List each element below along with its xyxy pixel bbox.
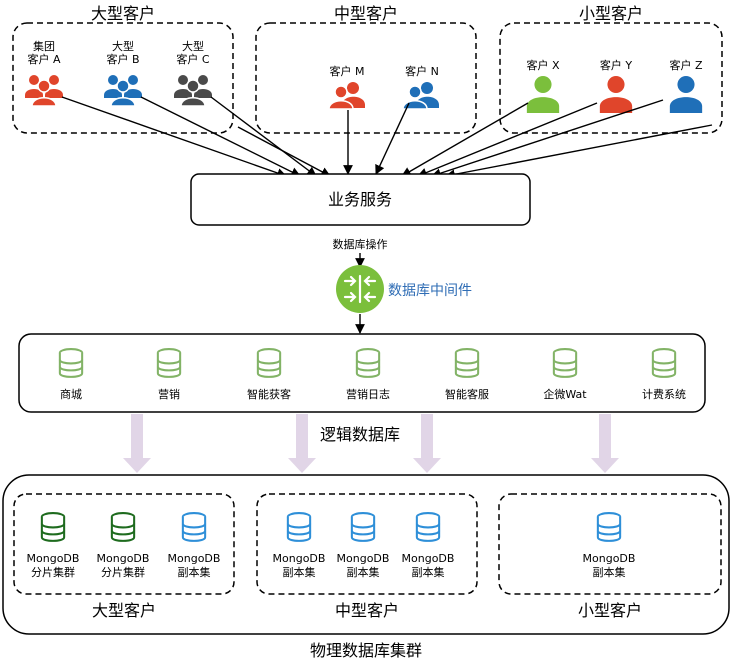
medium-customer-group-box (255, 22, 477, 134)
physical-medium-group-box (256, 493, 478, 595)
large-customer-group-box (12, 22, 234, 134)
mongodb-replica-icon (596, 512, 622, 542)
customer-b-group-icon (103, 74, 143, 107)
physical-db-item: MongoDB 分片集群 (27, 512, 80, 579)
customer-c-label-line1: 大型 (182, 39, 204, 53)
physical-small-group-box (498, 493, 722, 595)
logical-db-icon (156, 348, 182, 378)
customer-a-label-line1: 集团 (33, 39, 55, 53)
business-service-label: 业务服务 (328, 190, 392, 209)
physical-db-label-line2: 副本集 (593, 565, 626, 579)
physical-db-item: MongoDB 副本集 (168, 512, 221, 579)
logical-db-item: 营销 (156, 348, 182, 401)
customer-b-label-line2: 客户 B (106, 52, 139, 66)
customer-z-person-icon (669, 75, 703, 113)
logical-db-icon (256, 348, 282, 378)
physical-db-label-line2: 副本集 (283, 565, 316, 579)
physical-db-label-line2: 分片集群 (31, 565, 75, 579)
physical-db-item: MongoDB 分片集群 (97, 512, 150, 579)
logical-db-label: 企微Wat (543, 387, 587, 401)
physical-db-item: MongoDB 副本集 (273, 512, 326, 579)
purple-down-arrow (288, 414, 316, 473)
logical-db-item: 企微Wat (543, 348, 587, 401)
logical-db-icon (552, 348, 578, 378)
physical-db-label-line1: MongoDB (168, 552, 221, 565)
logical-db-label: 营销 (158, 387, 180, 401)
customer-b-label-line1: 大型 (112, 39, 134, 53)
purple-down-arrow (413, 414, 441, 473)
physical-medium-group-label: 中型客户 (335, 601, 399, 620)
logical-to-physical-arrows (123, 414, 619, 473)
customer-to-service-arrows (61, 96, 713, 180)
physical-db-label-line2: 副本集 (347, 565, 380, 579)
mongodb-replica-icon (350, 512, 376, 542)
customer-c-label-line2: 客户 C (176, 52, 209, 66)
mongodb-shard-icon (110, 512, 136, 542)
large-customer-group-title: 大型客户 (91, 4, 155, 23)
small-customer-group-title: 小型客户 (579, 4, 643, 23)
mongodb-replica-icon (415, 512, 441, 542)
physical-db-label-line1: MongoDB (583, 552, 636, 565)
customer-z-label: 客户 Z (669, 58, 702, 72)
customer-n-label: 客户 N (405, 64, 439, 78)
customer-x-label: 客户 X (526, 58, 559, 72)
physical-small-group-label: 小型客户 (578, 601, 642, 620)
logical-db-label: 智能获客 (247, 387, 291, 401)
logical-db-item: 智能获客 (247, 348, 291, 401)
physical-db-label-line1: MongoDB (402, 552, 455, 565)
logical-db-item: 计费系统 (642, 348, 686, 401)
medium-customer-group-title: 中型客户 (334, 4, 398, 23)
physical-db-label-line1: MongoDB (273, 552, 326, 565)
purple-down-arrow (591, 414, 619, 473)
customer-c-group-icon (173, 74, 213, 107)
logical-db-icon (355, 348, 381, 378)
physical-large-group-label: 大型客户 (92, 601, 156, 620)
customer-m-pair-icon (328, 81, 366, 109)
logical-db-label: 商城 (60, 387, 82, 401)
physical-large-group-box (13, 493, 235, 595)
physical-db-label-line1: MongoDB (27, 552, 80, 565)
physical-db-label-line1: MongoDB (337, 552, 390, 565)
physical-db-label-line2: 副本集 (412, 565, 445, 579)
physical-db-label-line2: 副本集 (178, 565, 211, 579)
db-operation-label: 数据库操作 (333, 237, 388, 251)
logical-db-icon (651, 348, 677, 378)
physical-db-item: MongoDB 副本集 (402, 512, 455, 579)
customer-y-person-icon (599, 75, 633, 113)
physical-db-item: MongoDB 副本集 (337, 512, 390, 579)
logical-db-item: 商城 (58, 348, 84, 401)
logical-db-icon (58, 348, 84, 378)
logical-database-label: 逻辑数据库 (320, 425, 400, 444)
purple-down-arrow (123, 414, 151, 473)
logical-db-item: 智能客服 (445, 348, 489, 401)
mongodb-replica-icon (286, 512, 312, 542)
mongodb-replica-icon (181, 512, 207, 542)
customer-m-label: 客户 M (330, 64, 365, 78)
business-service-box (190, 173, 531, 226)
logical-db-item: 营销日志 (346, 348, 390, 401)
customer-y-label: 客户 Y (600, 58, 632, 72)
middleware-router-icon (336, 265, 384, 313)
logical-db-label: 计费系统 (642, 388, 686, 401)
logical-db-label: 智能客服 (445, 387, 489, 401)
middleware-label: 数据库中间件 (388, 283, 472, 299)
customer-a-label-line2: 客户 A (27, 52, 60, 66)
customer-x-person-icon (526, 75, 560, 113)
physical-db-item: MongoDB 副本集 (583, 512, 636, 579)
physical-db-label-line1: MongoDB (97, 552, 150, 565)
customer-a-group-icon (24, 74, 64, 107)
physical-cluster-label: 物理数据库集群 (310, 641, 422, 660)
mongodb-shard-icon (40, 512, 66, 542)
logical-db-label: 营销日志 (346, 387, 390, 401)
physical-db-label-line2: 分片集群 (101, 565, 145, 579)
logical-db-icon (454, 348, 480, 378)
logical-database-list: 商城 营销 智能获客 营销日志 智能客服 企微Wat 计费系统 (58, 348, 686, 401)
